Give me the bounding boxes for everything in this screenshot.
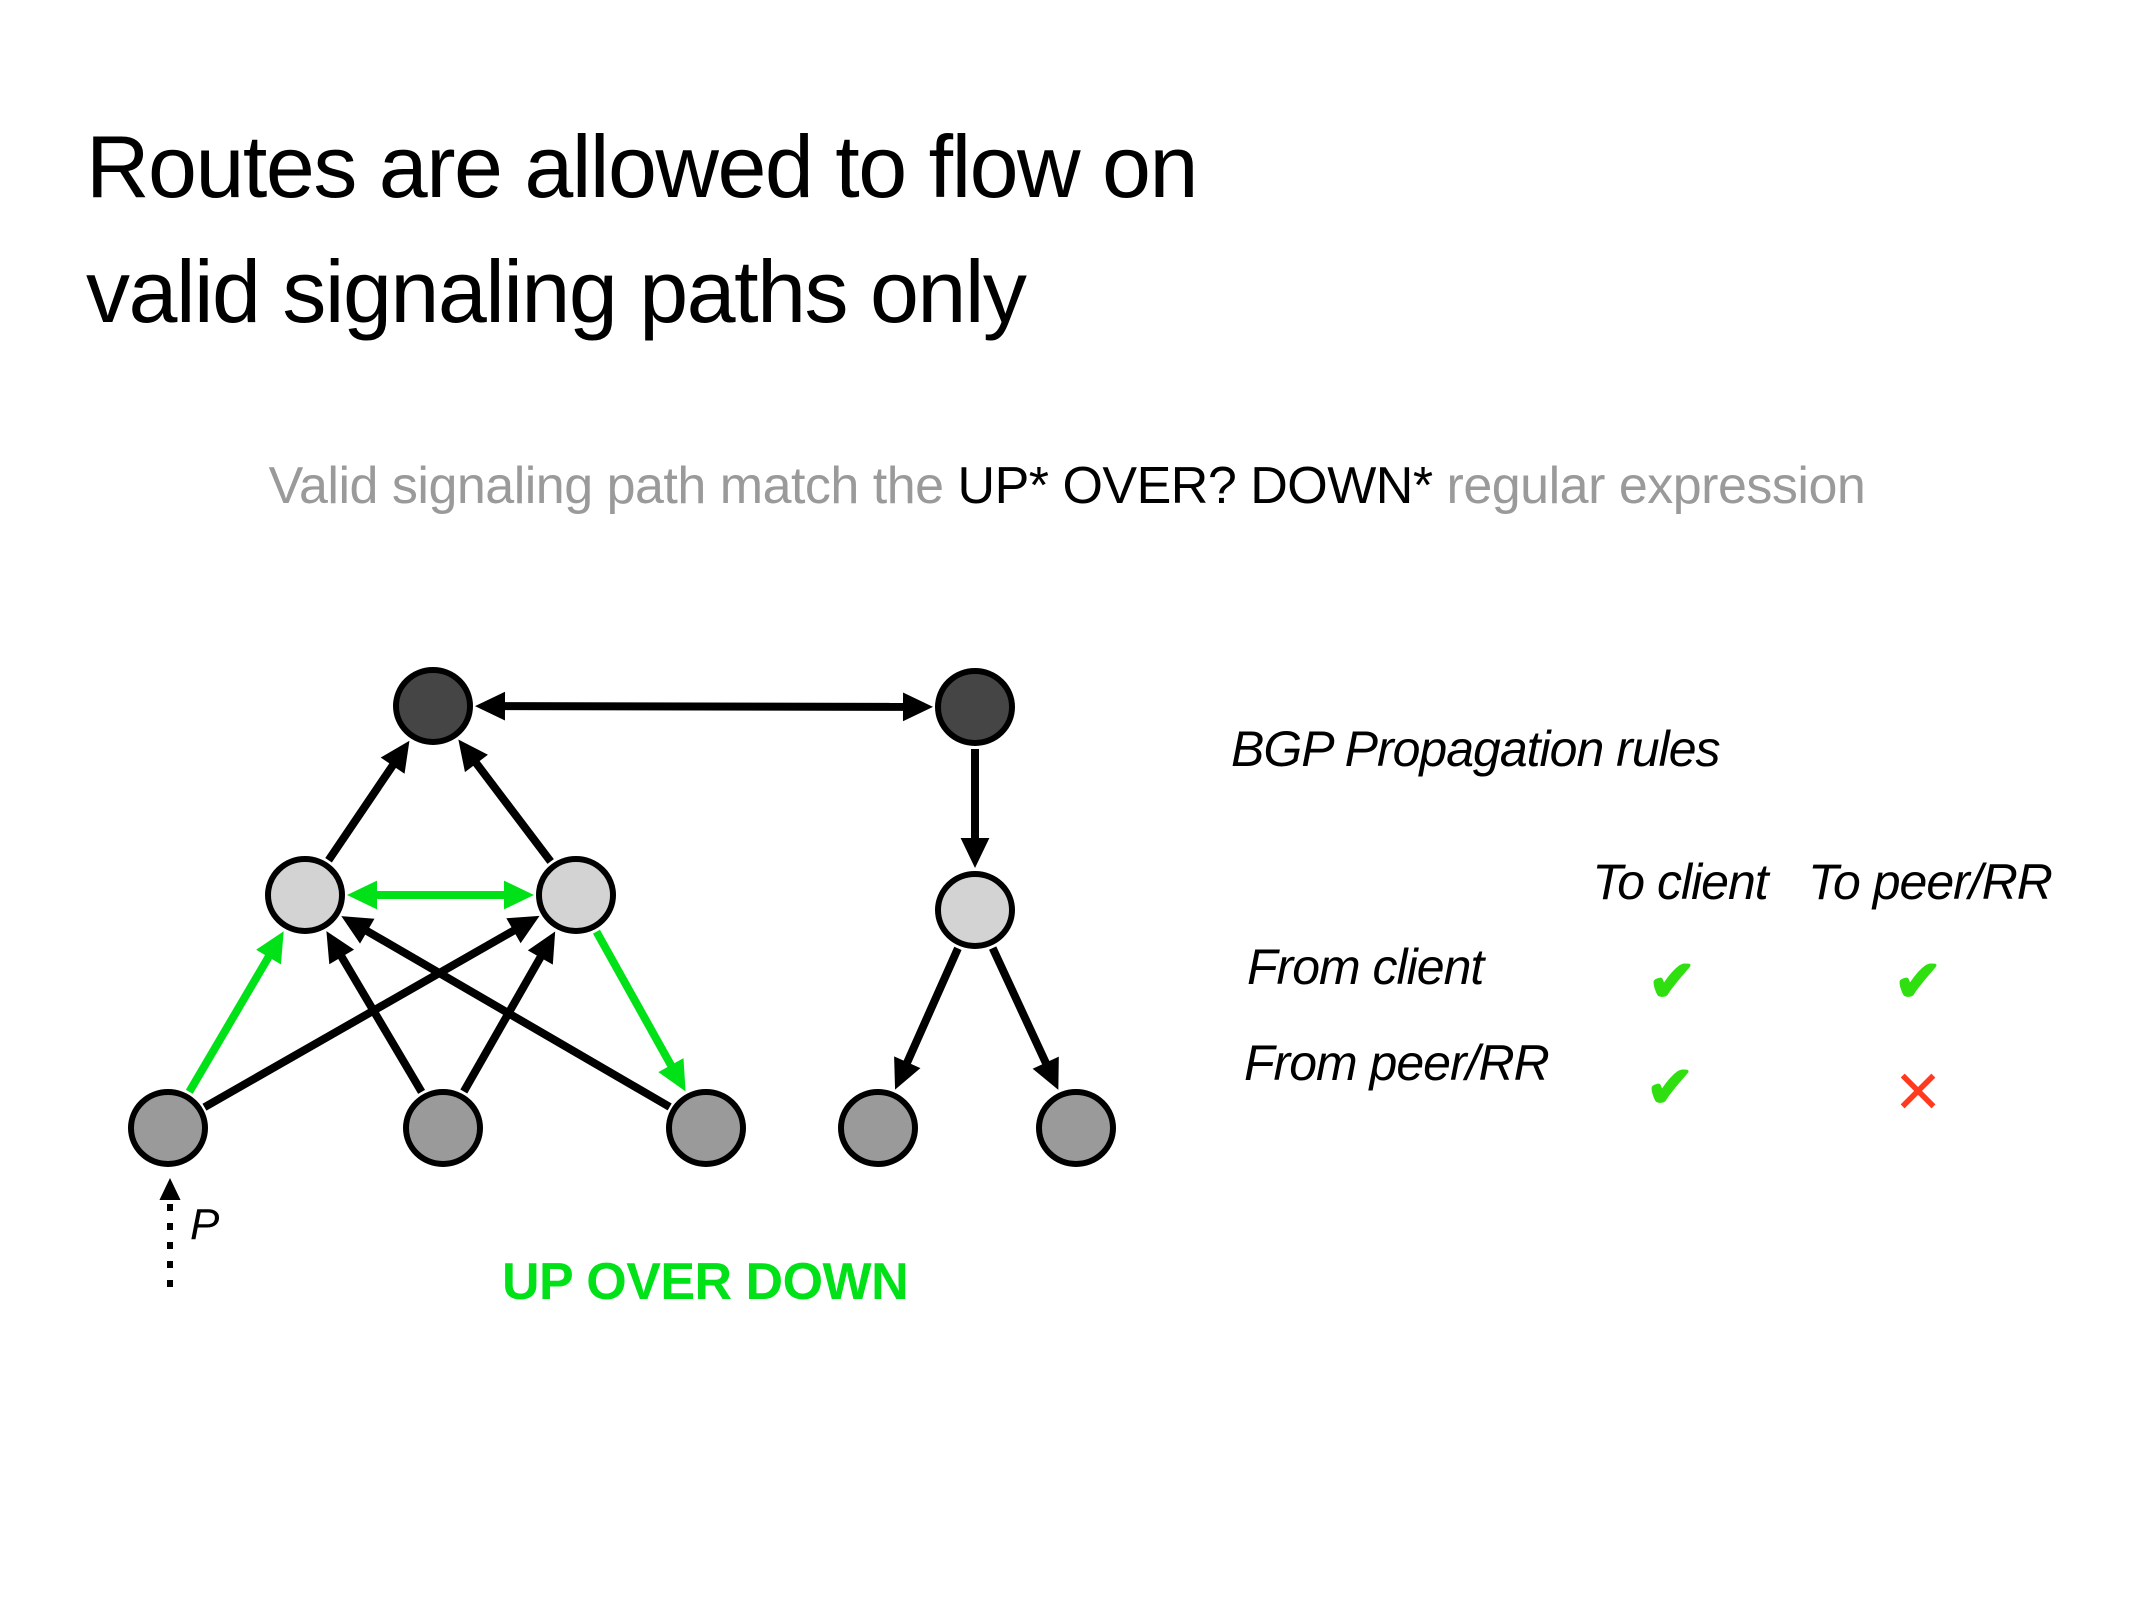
router-node-top-left	[393, 667, 473, 745]
edge-up-m1-t1	[325, 755, 401, 863]
router-node-mid-left-2	[536, 856, 616, 934]
row-label-from-client: From client	[1247, 939, 1484, 995]
edge-up-m2-t1	[467, 753, 554, 864]
signaling-path-label: UP OVER DOWN	[502, 1253, 909, 1311]
arrowhead-up-m2-t1	[458, 739, 488, 773]
col-header-to-peer-rr: To peer/RR	[1808, 854, 2053, 910]
check-icon: ✔	[1647, 949, 1697, 1014]
router-node-bottom-left-3	[666, 1089, 746, 1167]
router-node-bottom-left-1	[128, 1089, 208, 1167]
router-node-bottom-left-2	[403, 1089, 483, 1167]
arrowhead-down-m2-b3	[658, 1058, 686, 1092]
page-title-line-2: valid signaling paths only	[86, 242, 1027, 341]
page-title: Routes are allowed to flow on valid sign…	[86, 104, 1198, 354]
arrowhead-up-b3-m1	[341, 916, 375, 944]
cross-icon: ×	[1895, 1046, 1941, 1134]
arrowhead-up-m1-t1	[380, 740, 410, 774]
origin-prefix-label: P	[190, 1200, 220, 1249]
edge-down-l3-r1	[899, 946, 962, 1073]
subtitle-suffix: regular expression	[1432, 457, 1866, 515]
edge-up-b3-m1	[357, 923, 672, 1111]
arrowhead-over-m1-m2	[504, 880, 534, 910]
arrowhead-up-b1-m1	[256, 931, 284, 965]
col-header-to-client: To client	[1592, 854, 1768, 910]
edge-up-b1-m2	[202, 922, 524, 1111]
arrowhead-over-t1-t2	[902, 692, 934, 722]
edge-down-m2-b3	[592, 929, 679, 1075]
page-title-line-1: Routes are allowed to flow on	[86, 117, 1198, 216]
subtitle-regex: UP* OVER? DOWN*	[957, 457, 1434, 515]
row-label-from-peer-rr: From peer/RR	[1244, 1035, 1550, 1091]
edge-up-b2-m1	[333, 947, 426, 1094]
router-node-bottom-right-2	[1036, 1089, 1116, 1167]
arrowhead-over-t1-t2	[474, 691, 506, 721]
arrowhead-down-t2-l3	[960, 838, 990, 868]
edge-up-b1-m1	[185, 947, 277, 1094]
arrowhead-up-b2-m2	[527, 931, 556, 965]
arrowhead-down-l3-r2	[1032, 1056, 1059, 1090]
arrowhead-down-l3-r1	[894, 1056, 921, 1090]
edge-over-t1-t2	[495, 702, 913, 711]
arrowhead-over-m1-m2	[347, 880, 377, 910]
rules-title: BGP Propagation rules	[1231, 721, 1721, 777]
router-node-mid-left-1	[265, 856, 345, 934]
arrowhead-up-b2-m1	[326, 931, 355, 965]
arrowhead-origin-p	[159, 1178, 181, 1200]
subtitle: Valid signaling path match the UP* OVER?…	[0, 456, 2134, 516]
edge-down-l3-r2	[989, 946, 1054, 1073]
check-icon: ✔	[1893, 949, 1943, 1014]
check-icon: ✔	[1645, 1055, 1695, 1120]
router-node-bottom-right-1	[838, 1089, 918, 1167]
arrowhead-up-b1-m2	[506, 915, 540, 944]
router-node-top-right	[935, 668, 1015, 746]
router-node-mid-right	[935, 871, 1015, 949]
edge-up-b2-m2	[460, 947, 549, 1094]
subtitle-prefix: Valid signaling path match the	[268, 457, 958, 515]
